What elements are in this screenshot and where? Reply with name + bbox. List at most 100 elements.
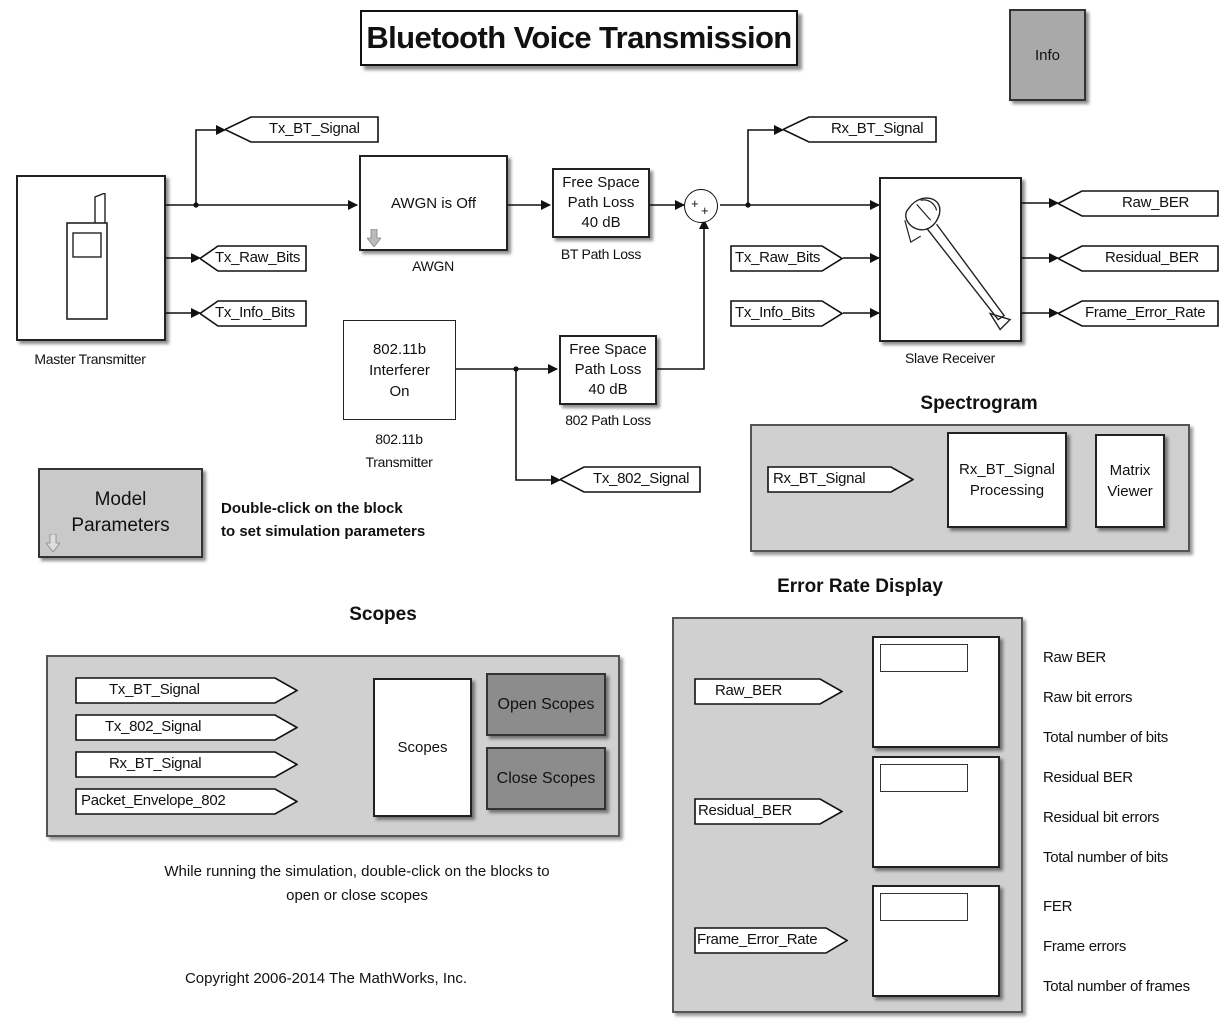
- from-tag-error-input[interactable]: Frame_Error_Rate: [694, 927, 848, 954]
- display-row-label: Total number of frames: [1043, 978, 1190, 995]
- sum-sign: +: [691, 196, 699, 211]
- goto-tag-rx-bt-signal[interactable]: Rx_BT_Signal: [783, 116, 938, 143]
- bt-path-loss-label: BT Path Loss: [560, 246, 642, 262]
- interferer-label: 802.11b Transmitter: [365, 431, 433, 470]
- from-tag-error-input[interactable]: Raw_BER: [694, 678, 843, 705]
- model-parameters-text: Model Parameters: [71, 489, 170, 536]
- model-parameters-button[interactable]: Model Parameters: [38, 468, 203, 558]
- page-title: Bluetooth Voice Transmission: [360, 10, 798, 66]
- interferer-text: 802.11b Interferer On: [369, 340, 430, 400]
- path-loss-802-text: Free Space Path Loss 40 dB: [569, 341, 647, 398]
- from-tag-scope-input[interactable]: Rx_BT_Signal: [75, 751, 298, 778]
- from-tag-scope-input[interactable]: Packet_Envelope_802: [75, 788, 298, 815]
- awgn-block[interactable]: AWGN is Off: [359, 155, 508, 251]
- awgn-label: AWGN: [412, 258, 454, 274]
- display-row-label: Raw BER: [1043, 649, 1106, 666]
- from-tag-spectrogram-rx[interactable]: Rx_BT_Signal: [767, 466, 914, 493]
- spectrogram-processing-text: Rx_BT_Signal Processing: [959, 461, 1055, 499]
- master-transmitter-label: Master Transmitter: [34, 351, 146, 367]
- from-tag-scope-input[interactable]: Tx_BT_Signal: [75, 677, 298, 704]
- sum-sign: +: [701, 203, 709, 218]
- interferer-block[interactable]: 802.11b Interferer On: [343, 320, 456, 420]
- sum-block[interactable]: + +: [684, 189, 718, 223]
- bt-path-loss-text: Free Space Path Loss 40 dB: [562, 174, 640, 231]
- mask-arrow-icon: [46, 534, 60, 552]
- branch-point: [193, 202, 199, 208]
- from-tag-scope-input[interactable]: Tx_802_Signal: [75, 714, 298, 741]
- tag-text: Tx_BT_Signal: [109, 681, 200, 698]
- wire-802-to-sum: [657, 219, 709, 370]
- matrix-viewer-text: Matrix Viewer: [1107, 462, 1153, 500]
- tag-text: Tx_Raw_Bits: [735, 249, 821, 266]
- tag-text: Frame_Error_Rate: [1085, 304, 1206, 321]
- display-row-label: Residual bit errors: [1043, 809, 1160, 826]
- tag-text: Rx_BT_Signal: [773, 470, 866, 487]
- bt-path-loss-block[interactable]: Free Space Path Loss 40 dB: [552, 168, 650, 238]
- goto-tag-tx-802-signal[interactable]: Tx_802_Signal: [560, 466, 702, 493]
- spectrogram-processing-block[interactable]: Rx_BT_Signal Processing: [947, 432, 1067, 528]
- goto-tag-frame-error-rate[interactable]: Frame_Error_Rate: [1058, 300, 1220, 327]
- goto-tag-raw-ber[interactable]: Raw_BER: [1058, 190, 1220, 217]
- display-window: [880, 764, 968, 792]
- scopes-block[interactable]: Scopes: [373, 678, 472, 817]
- display-row-label: Frame errors: [1043, 938, 1127, 955]
- display-row-label: Total number of bits: [1043, 849, 1168, 866]
- display-row-label: Total number of bits: [1043, 729, 1168, 746]
- goto-tag-residual-ber[interactable]: Residual_BER: [1058, 245, 1220, 272]
- wire-tx802-tag: [515, 369, 561, 485]
- scopes-heading: Scopes: [349, 604, 417, 625]
- master-transmitter-block[interactable]: [16, 175, 166, 341]
- mobile-phone-icon: [66, 193, 108, 320]
- display-row-label: Residual BER: [1043, 769, 1133, 786]
- tag-text: Raw_BER: [1122, 194, 1190, 211]
- matrix-viewer-block[interactable]: Matrix Viewer: [1095, 434, 1165, 528]
- tag-text: Tx_BT_Signal: [269, 120, 360, 137]
- copyright-text: Copyright 2006-2014 The MathWorks, Inc.: [184, 970, 468, 987]
- from-tag-tx-raw-bits[interactable]: Tx_Raw_Bits: [730, 245, 843, 272]
- display-window: [880, 893, 968, 921]
- tag-text: Rx_BT_Signal: [109, 755, 202, 772]
- close-scopes-button[interactable]: Close Scopes: [486, 747, 606, 810]
- tag-text: Residual_BER: [698, 802, 792, 819]
- display-row-label: FER: [1043, 898, 1073, 915]
- model-parameters-hint: Double-click on the block to set simulat…: [221, 500, 426, 540]
- tag-text: Packet_Envelope_802: [81, 792, 226, 809]
- branch-point: [513, 366, 519, 372]
- mask-arrow-icon: [367, 229, 381, 247]
- tag-text: Tx_Info_Bits: [735, 304, 815, 321]
- wire-tx-bt-tag: [195, 125, 226, 205]
- tag-text: Tx_Raw_Bits: [215, 249, 301, 266]
- display-row-label: Raw bit errors: [1043, 689, 1133, 706]
- tag-text: Tx_Info_Bits: [215, 304, 295, 321]
- display-block[interactable]: [872, 756, 1000, 868]
- branch-point: [745, 202, 751, 208]
- slave-receiver-block[interactable]: [879, 177, 1022, 342]
- tag-text: Tx_802_Signal: [105, 718, 202, 735]
- scopes-block-text: Scopes: [397, 739, 448, 756]
- awgn-block-text: AWGN is Off: [390, 194, 476, 212]
- spectrogram-heading: Spectrogram: [920, 393, 1038, 414]
- headset-icon: [904, 196, 1012, 331]
- display-block[interactable]: [872, 636, 1000, 748]
- slave-receiver-label: Slave Receiver: [905, 350, 995, 366]
- tag-text: Tx_802_Signal: [593, 470, 690, 487]
- goto-tag-tx-bt-signal[interactable]: Tx_BT_Signal: [225, 116, 380, 143]
- from-tag-tx-info-bits[interactable]: Tx_Info_Bits: [730, 300, 843, 327]
- display-window: [880, 644, 968, 672]
- path-loss-802-block[interactable]: Free Space Path Loss 40 dB: [559, 335, 657, 405]
- tag-text: Residual_BER: [1105, 249, 1199, 266]
- tag-text: Rx_BT_Signal: [831, 120, 924, 137]
- wire-rx-bt-tag: [747, 125, 784, 205]
- scopes-note: While running the simulation, double-cli…: [164, 863, 550, 904]
- tag-text: Frame_Error_Rate: [697, 931, 818, 948]
- info-button[interactable]: Info: [1009, 9, 1086, 101]
- path-loss-802-label: 802 Path Loss: [565, 412, 651, 428]
- tag-text: Raw_BER: [715, 682, 783, 699]
- goto-tag-tx-raw-bits[interactable]: Tx_Raw_Bits: [200, 245, 308, 272]
- goto-tag-tx-info-bits[interactable]: Tx_Info_Bits: [200, 300, 308, 327]
- error-rate-heading: Error Rate Display: [777, 576, 943, 597]
- from-tag-error-input[interactable]: Residual_BER: [694, 798, 843, 825]
- display-block[interactable]: [872, 885, 1000, 997]
- open-scopes-button[interactable]: Open Scopes: [486, 673, 606, 736]
